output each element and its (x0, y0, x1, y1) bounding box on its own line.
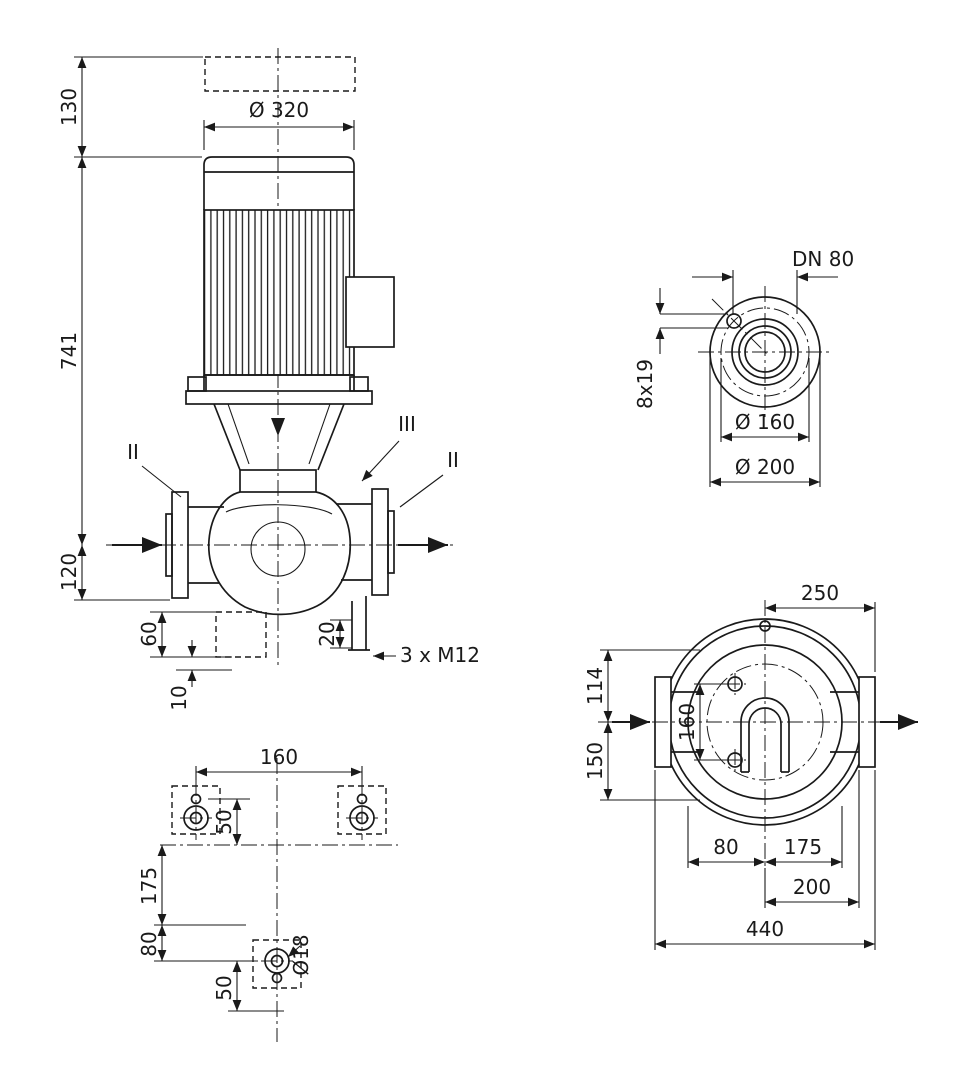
motor-fin-body (203, 209, 355, 376)
dim-label-250: 250 (801, 581, 839, 605)
dim-label-440: 440 (746, 917, 784, 941)
dim-label-200dia: Ø 200 (735, 455, 795, 479)
dim-label-foot-50-upper: 50 (212, 809, 236, 834)
dim-label-foot-50-lower: 50 (212, 975, 236, 1000)
section-label-ii-left: II (127, 440, 139, 464)
bottom-foot-pad (252, 939, 302, 989)
flange-bolt-right (349, 376, 369, 392)
left-foot-hole (189, 811, 203, 825)
left-foot-boss (183, 805, 209, 831)
foot-plan-view: 160 50 175 80 50 Ø18 (137, 745, 398, 1042)
dim-label-foot-175: 175 (137, 867, 161, 905)
dim-label-hole-dia: Ø18 (289, 934, 313, 975)
dim-label-120: 120 (57, 553, 81, 591)
left-foot-pad (171, 785, 221, 835)
leader-ii-right (399, 474, 444, 508)
bottom-foot-screw (271, 972, 283, 984)
front-view: Ø 320 130 741 120 60 10 20 3 x M12 II II… (57, 48, 480, 711)
dim-label-741: 741 (57, 332, 81, 370)
leader-hole-dia (287, 945, 301, 958)
support-foot-hidden (215, 611, 267, 658)
dim-label-20: 20 (315, 621, 339, 646)
section-label-ii-right: II (447, 448, 459, 472)
dim-label-top-160: 160 (675, 703, 699, 741)
right-foot-pad (337, 785, 387, 835)
casing-inner-curve (225, 504, 333, 515)
lantern-window-right (308, 403, 331, 465)
bolt-hole-centerline (711, 298, 769, 356)
dim-label-160dia: Ø 160 (735, 410, 795, 434)
dim-label-150: 150 (583, 742, 607, 780)
dim-label-foot-80: 80 (137, 931, 161, 956)
bottom-foot-hole (270, 954, 284, 968)
right-foot-screw (356, 793, 368, 805)
left-foot-screw (190, 793, 202, 805)
bolt-hole (726, 313, 742, 329)
right-foot-boss (349, 805, 375, 831)
dim-label-130: 130 (57, 88, 81, 126)
section-label-iii: III (398, 412, 416, 436)
coupling-guard-outer (740, 697, 790, 772)
terminal-box (345, 276, 395, 348)
motor-end-shield (203, 156, 355, 210)
dim-label-114: 114 (583, 667, 607, 705)
motor-mounting-flange (185, 390, 373, 405)
lantern-left (213, 403, 241, 471)
discharge-flange (371, 488, 389, 596)
discharge-flange-face (387, 510, 395, 574)
dim-label-motor-dia: Ø 320 (249, 98, 309, 122)
seal-housing (239, 469, 317, 493)
lantern-window-left (227, 403, 250, 465)
volute-casing (207, 491, 352, 616)
impeller-hint (250, 521, 306, 577)
dim-label-top-80: 80 (713, 835, 738, 859)
dim-label-200: 200 (793, 875, 831, 899)
motor-removal-clearance-outline (204, 56, 356, 92)
dim-label-dn80: DN 80 (792, 247, 854, 271)
shaft-coupling-marker (271, 418, 285, 436)
flange-view: DN 80 8x19 Ø 160 Ø 200 (633, 247, 854, 487)
right-foot-hole (355, 811, 369, 825)
dim-label-foot-160: 160 (260, 745, 298, 769)
leader-ii-left (141, 465, 182, 498)
suction-flange-face (165, 513, 173, 577)
dim-label-10: 10 (167, 685, 191, 710)
top-view: 250 114 150 160 80 175 200 440 (583, 581, 918, 950)
leader-iii (361, 440, 400, 482)
dim-label-8x19: 8x19 (633, 359, 657, 409)
dim-label-60: 60 (137, 621, 161, 646)
lantern-right (317, 403, 345, 471)
dim-label-top-175: 175 (784, 835, 822, 859)
note-m12: 3 x M12 (400, 643, 480, 667)
